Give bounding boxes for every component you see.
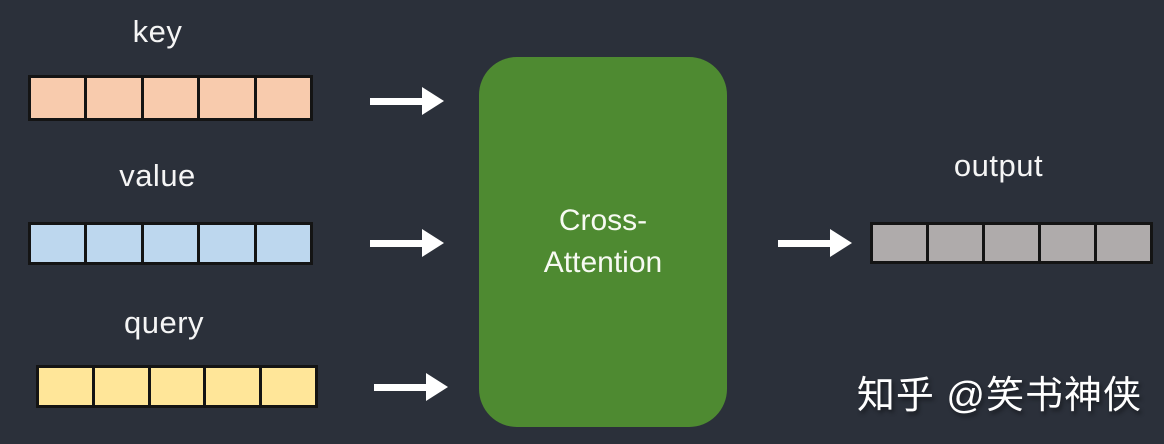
- arrow-shaft: [374, 383, 426, 391]
- query-vector: [36, 365, 318, 408]
- value-label: value: [119, 158, 196, 193]
- vector-cell: [91, 368, 148, 405]
- vector-cell: [197, 78, 254, 118]
- cross-attention-label-line2: Attention: [543, 246, 663, 279]
- arrow-head: [830, 229, 852, 257]
- arrow-head: [422, 87, 444, 115]
- attention-to-output-arrow-icon: [778, 229, 852, 257]
- arrow-head: [422, 229, 444, 257]
- vector-cell: [140, 225, 198, 262]
- vector-cell: [1038, 225, 1094, 261]
- arrow-shaft: [778, 239, 830, 247]
- output-label: output: [953, 148, 1044, 183]
- vector-cell: [1094, 225, 1150, 261]
- vector-cell: [140, 78, 198, 118]
- vector-cell: [31, 225, 85, 262]
- vector-cell: [253, 225, 311, 262]
- key-label: key: [132, 14, 183, 49]
- cross-attention-block: Cross- Attention: [479, 57, 727, 427]
- vector-cell: [197, 225, 254, 262]
- vector-cell: [926, 225, 982, 261]
- arrow-shaft: [370, 97, 422, 105]
- vector-cell: [84, 225, 141, 262]
- vector-cell: [873, 225, 926, 261]
- arrow-shaft: [370, 239, 422, 247]
- query-to-attention-arrow-icon: [374, 373, 448, 401]
- vector-cell: [982, 225, 1038, 261]
- value-vector: [28, 222, 313, 265]
- vector-cell: [39, 368, 92, 405]
- zhihu-watermark: 知乎 @笑书神侠: [856, 375, 1142, 417]
- value-to-attention-arrow-icon: [370, 229, 444, 257]
- query-label: query: [123, 305, 205, 340]
- vector-cell: [253, 78, 311, 118]
- key-vector: [28, 75, 313, 121]
- vector-cell: [203, 368, 260, 405]
- cross-attention-label-line1: Cross-: [558, 204, 648, 237]
- vector-cell: [31, 78, 85, 118]
- arrow-head: [426, 373, 448, 401]
- key-to-attention-arrow-icon: [370, 87, 444, 115]
- vector-cell: [84, 78, 141, 118]
- output-vector: [870, 222, 1153, 264]
- vector-cell: [259, 368, 315, 405]
- vector-cell: [147, 368, 204, 405]
